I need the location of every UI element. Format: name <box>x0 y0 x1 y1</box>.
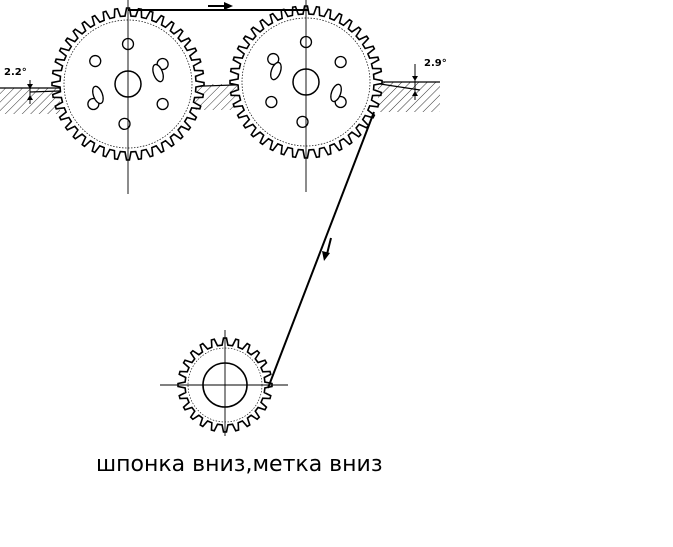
gear-hole <box>334 55 347 69</box>
tilted-line-right <box>379 83 421 91</box>
gear-hole <box>265 95 278 109</box>
gear-slot <box>330 83 342 103</box>
crankshaft-gear <box>160 330 288 436</box>
timing-belt <box>128 9 375 389</box>
angle-marker-left <box>27 80 33 104</box>
gear-slot <box>270 61 282 81</box>
right-camshaft-gear <box>229 0 383 192</box>
gear-hole <box>156 97 169 111</box>
left-angle-label: 2.2° <box>4 67 27 78</box>
caption-text: шпонка вниз,метка вниз <box>96 452 383 477</box>
gear-hole <box>267 52 280 66</box>
left-camshaft-gear <box>51 0 205 194</box>
belt-direction-arrow-down <box>322 237 332 261</box>
gear-slot <box>152 63 164 83</box>
angle-marker-right <box>412 64 418 100</box>
belt-direction-arrow-top <box>208 2 233 10</box>
ground-right <box>378 82 440 112</box>
right-angle-label: 2.9° <box>424 58 447 69</box>
gear-hole <box>296 115 309 128</box>
gear-hole <box>118 117 131 130</box>
gear-slot <box>92 85 104 105</box>
belt-slack-run <box>267 111 375 389</box>
gear-hole <box>89 54 102 68</box>
